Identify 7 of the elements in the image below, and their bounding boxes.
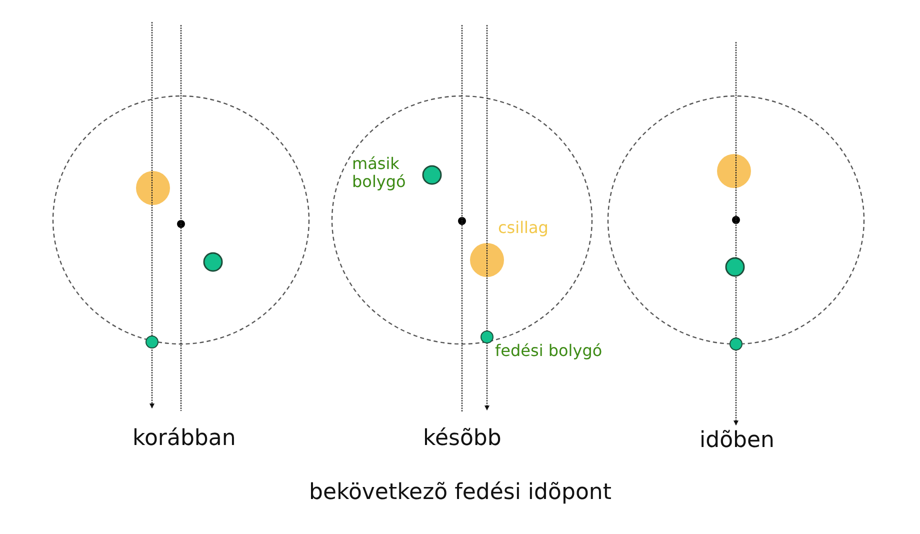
- caption: bekövetkezõ fedési idõpont: [309, 480, 612, 506]
- body-label: másik bolygó: [352, 155, 407, 192]
- panel-title: idõben: [700, 428, 774, 454]
- panel-title: korábban: [132, 426, 236, 452]
- body-label: fedési bolygó: [495, 342, 602, 360]
- body-label: csillag: [498, 219, 548, 238]
- panel-title: késõbb: [423, 426, 502, 452]
